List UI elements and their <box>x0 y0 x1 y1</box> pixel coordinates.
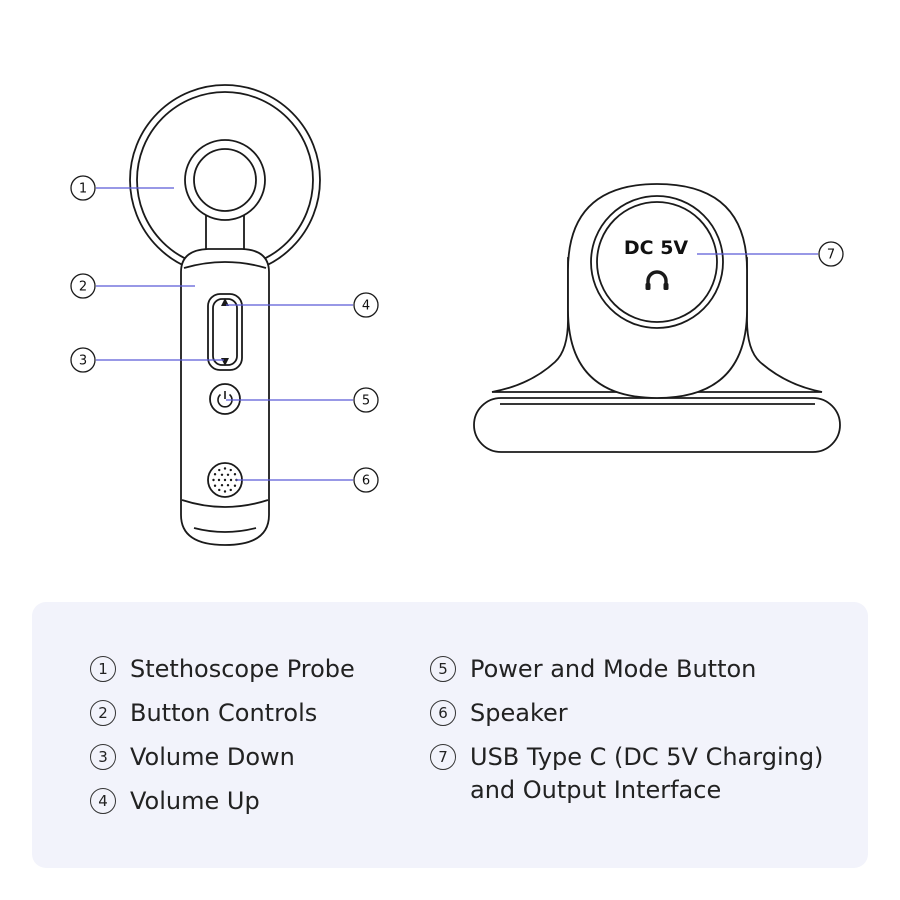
legend-number: 3 <box>90 744 116 770</box>
speaker-dot <box>223 478 227 482</box>
svg-text:3: 3 <box>79 354 87 369</box>
speaker-dot <box>226 483 230 487</box>
speaker-dot <box>220 483 224 487</box>
legend-label: Stethoscope Probe <box>130 655 355 683</box>
legend-item-power-mode-button: 5 Power and Mode Button <box>430 653 756 686</box>
handle-bottom-cap <box>181 499 269 508</box>
legend-label: Volume Up <box>130 787 260 815</box>
svg-text:7: 7 <box>827 248 835 263</box>
legend-item-volume-up: 4 Volume Up <box>90 785 260 818</box>
svg-text:1: 1 <box>79 182 87 197</box>
legend-item-speaker: 6 Speaker <box>430 697 568 730</box>
speaker-dot <box>229 488 232 492</box>
headphone-icon <box>646 270 668 288</box>
legend-number: 6 <box>430 700 456 726</box>
device-base-view <box>473 183 841 453</box>
callout-7: 7 <box>818 241 844 267</box>
legend-label: Volume Down <box>130 743 295 771</box>
product-diagram: DC 5V 1 2 3 4 5 <box>70 84 844 546</box>
probe-center-outer <box>184 139 266 221</box>
headphone-icon-left-cup <box>645 283 651 290</box>
legend-item-usb-type-c: 7 USB Type C (DC 5V Charging) and Output… <box>430 741 823 807</box>
leader-lines <box>96 187 818 481</box>
speaker-dot <box>223 490 227 493</box>
triangle-up-icon <box>221 298 229 306</box>
speaker-dot <box>217 478 221 482</box>
svg-text:2: 2 <box>79 280 87 295</box>
callout-5: 5 <box>353 387 379 413</box>
probe-center-inner <box>193 148 257 212</box>
speaker-dot <box>226 473 230 477</box>
volume-rocker[interactable] <box>207 293 243 371</box>
base-plate <box>473 397 841 453</box>
legend-item-button-controls: 2 Button Controls <box>90 697 317 730</box>
legend-panel: 1 Stethoscope Probe 2 Button Controls 3 … <box>32 602 868 868</box>
callout-3: 3 <box>70 347 96 373</box>
legend-label: Button Controls <box>130 699 318 727</box>
speaker-dot <box>218 488 221 492</box>
legend-number: 5 <box>430 656 456 682</box>
callout-4: 4 <box>353 292 379 318</box>
speaker-dot <box>229 468 232 472</box>
speaker-dot <box>229 478 233 482</box>
speaker-dot <box>213 473 217 476</box>
legend-label: Power and Mode Button <box>470 655 757 683</box>
speaker-dot <box>218 468 221 472</box>
speaker-dot <box>212 478 215 482</box>
svg-text:6: 6 <box>362 474 370 489</box>
speaker-dots <box>212 467 238 493</box>
port-face-inner <box>596 201 718 323</box>
speaker-dot <box>223 467 227 470</box>
speaker-dot <box>220 473 224 477</box>
legend-item-stethoscope-probe: 1 Stethoscope Probe <box>90 653 355 686</box>
callout-2: 2 <box>70 273 96 299</box>
callout-6: 6 <box>353 467 379 493</box>
legend-label: USB Type C (DC 5V Charging) and Output I… <box>470 743 824 804</box>
legend-number: 7 <box>430 744 456 770</box>
handle-cap-line <box>183 261 267 269</box>
speaker-dot <box>233 484 237 487</box>
power-icon <box>217 391 233 408</box>
handle-bottom-ring <box>193 527 257 533</box>
speaker-dot <box>233 473 237 476</box>
speaker-dot <box>213 484 217 487</box>
port-face-outer <box>590 195 724 329</box>
legend-number: 2 <box>90 700 116 726</box>
legend-number: 1 <box>90 656 116 682</box>
callouts: 1 2 3 4 5 6 7 <box>70 175 844 493</box>
legend-number: 4 <box>90 788 116 814</box>
stethoscope-device <box>129 84 321 546</box>
callout-1: 1 <box>70 175 96 201</box>
legend-label: Speaker <box>470 699 568 727</box>
port-voltage-label: DC 5V <box>624 237 689 259</box>
headphone-icon-right-cup <box>663 283 669 290</box>
svg-text:4: 4 <box>362 299 370 314</box>
svg-text:5: 5 <box>362 394 370 409</box>
legend-item-volume-down: 3 Volume Down <box>90 741 295 774</box>
